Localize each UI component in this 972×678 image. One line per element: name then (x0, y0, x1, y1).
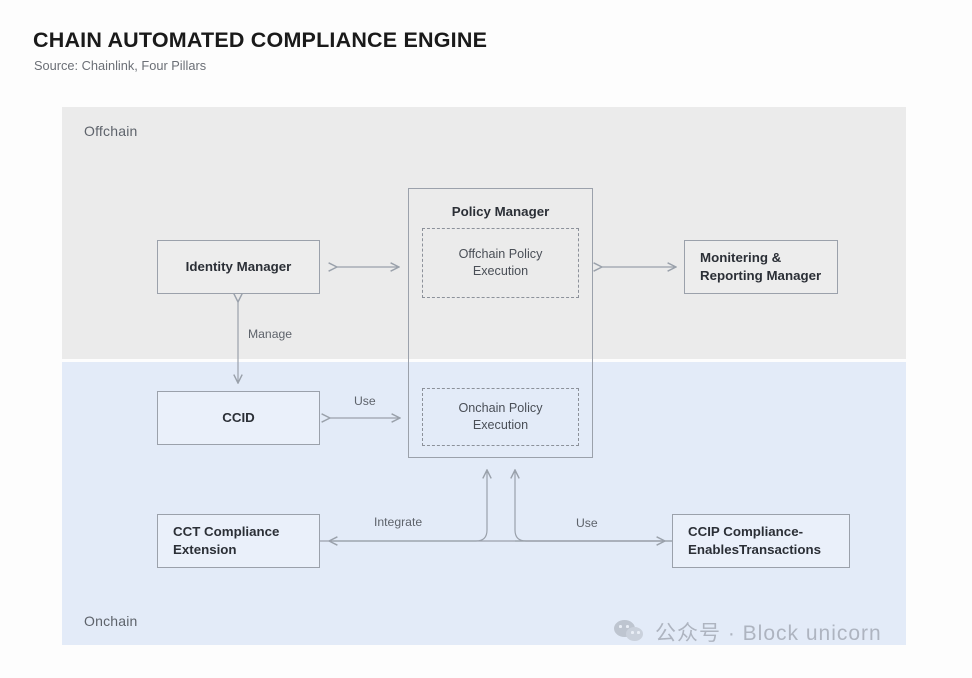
watermark: 公众号 · Block unicorn (614, 617, 882, 647)
wechat-icon (614, 620, 644, 644)
connector-label-manage: Manage (248, 327, 293, 341)
connector-label-use-ccid: Use (354, 394, 376, 408)
node-onchain-policy-execution[interactable]: Onchain Policy Execution (422, 388, 579, 446)
watermark-text: 公众号 · Block unicorn (655, 622, 882, 645)
node-monitoring-reporting-manager[interactable]: Monitering & Reporting Manager (684, 240, 838, 294)
node-ccid[interactable]: CCID (157, 391, 320, 445)
node-policy-manager-title: Policy Manager (451, 204, 550, 219)
page-title: CHAIN AUTOMATED COMPLIANCE ENGINE (33, 28, 488, 52)
offchain-zone-panel (62, 107, 906, 359)
node-ccip-compliance-enables-transactions[interactable]: CCIP Compliance- EnablesTransactions (672, 514, 850, 568)
source-caption: Source: Chainlink, Four Pillars (34, 58, 207, 73)
node-cct-compliance-extension[interactable]: CCT Compliance Extension (157, 514, 320, 568)
connector-label-integrate: Integrate (374, 515, 423, 529)
node-policy-manager-container[interactable] (408, 188, 593, 458)
node-identity-manager[interactable]: Identity Manager (157, 240, 320, 294)
onchain-zone-label: Onchain (84, 613, 138, 629)
connector-label-use-ccip: Use (576, 516, 598, 530)
node-offchain-policy-execution[interactable]: Offchain Policy Execution (422, 228, 579, 298)
offchain-zone-label: Offchain (84, 123, 138, 139)
